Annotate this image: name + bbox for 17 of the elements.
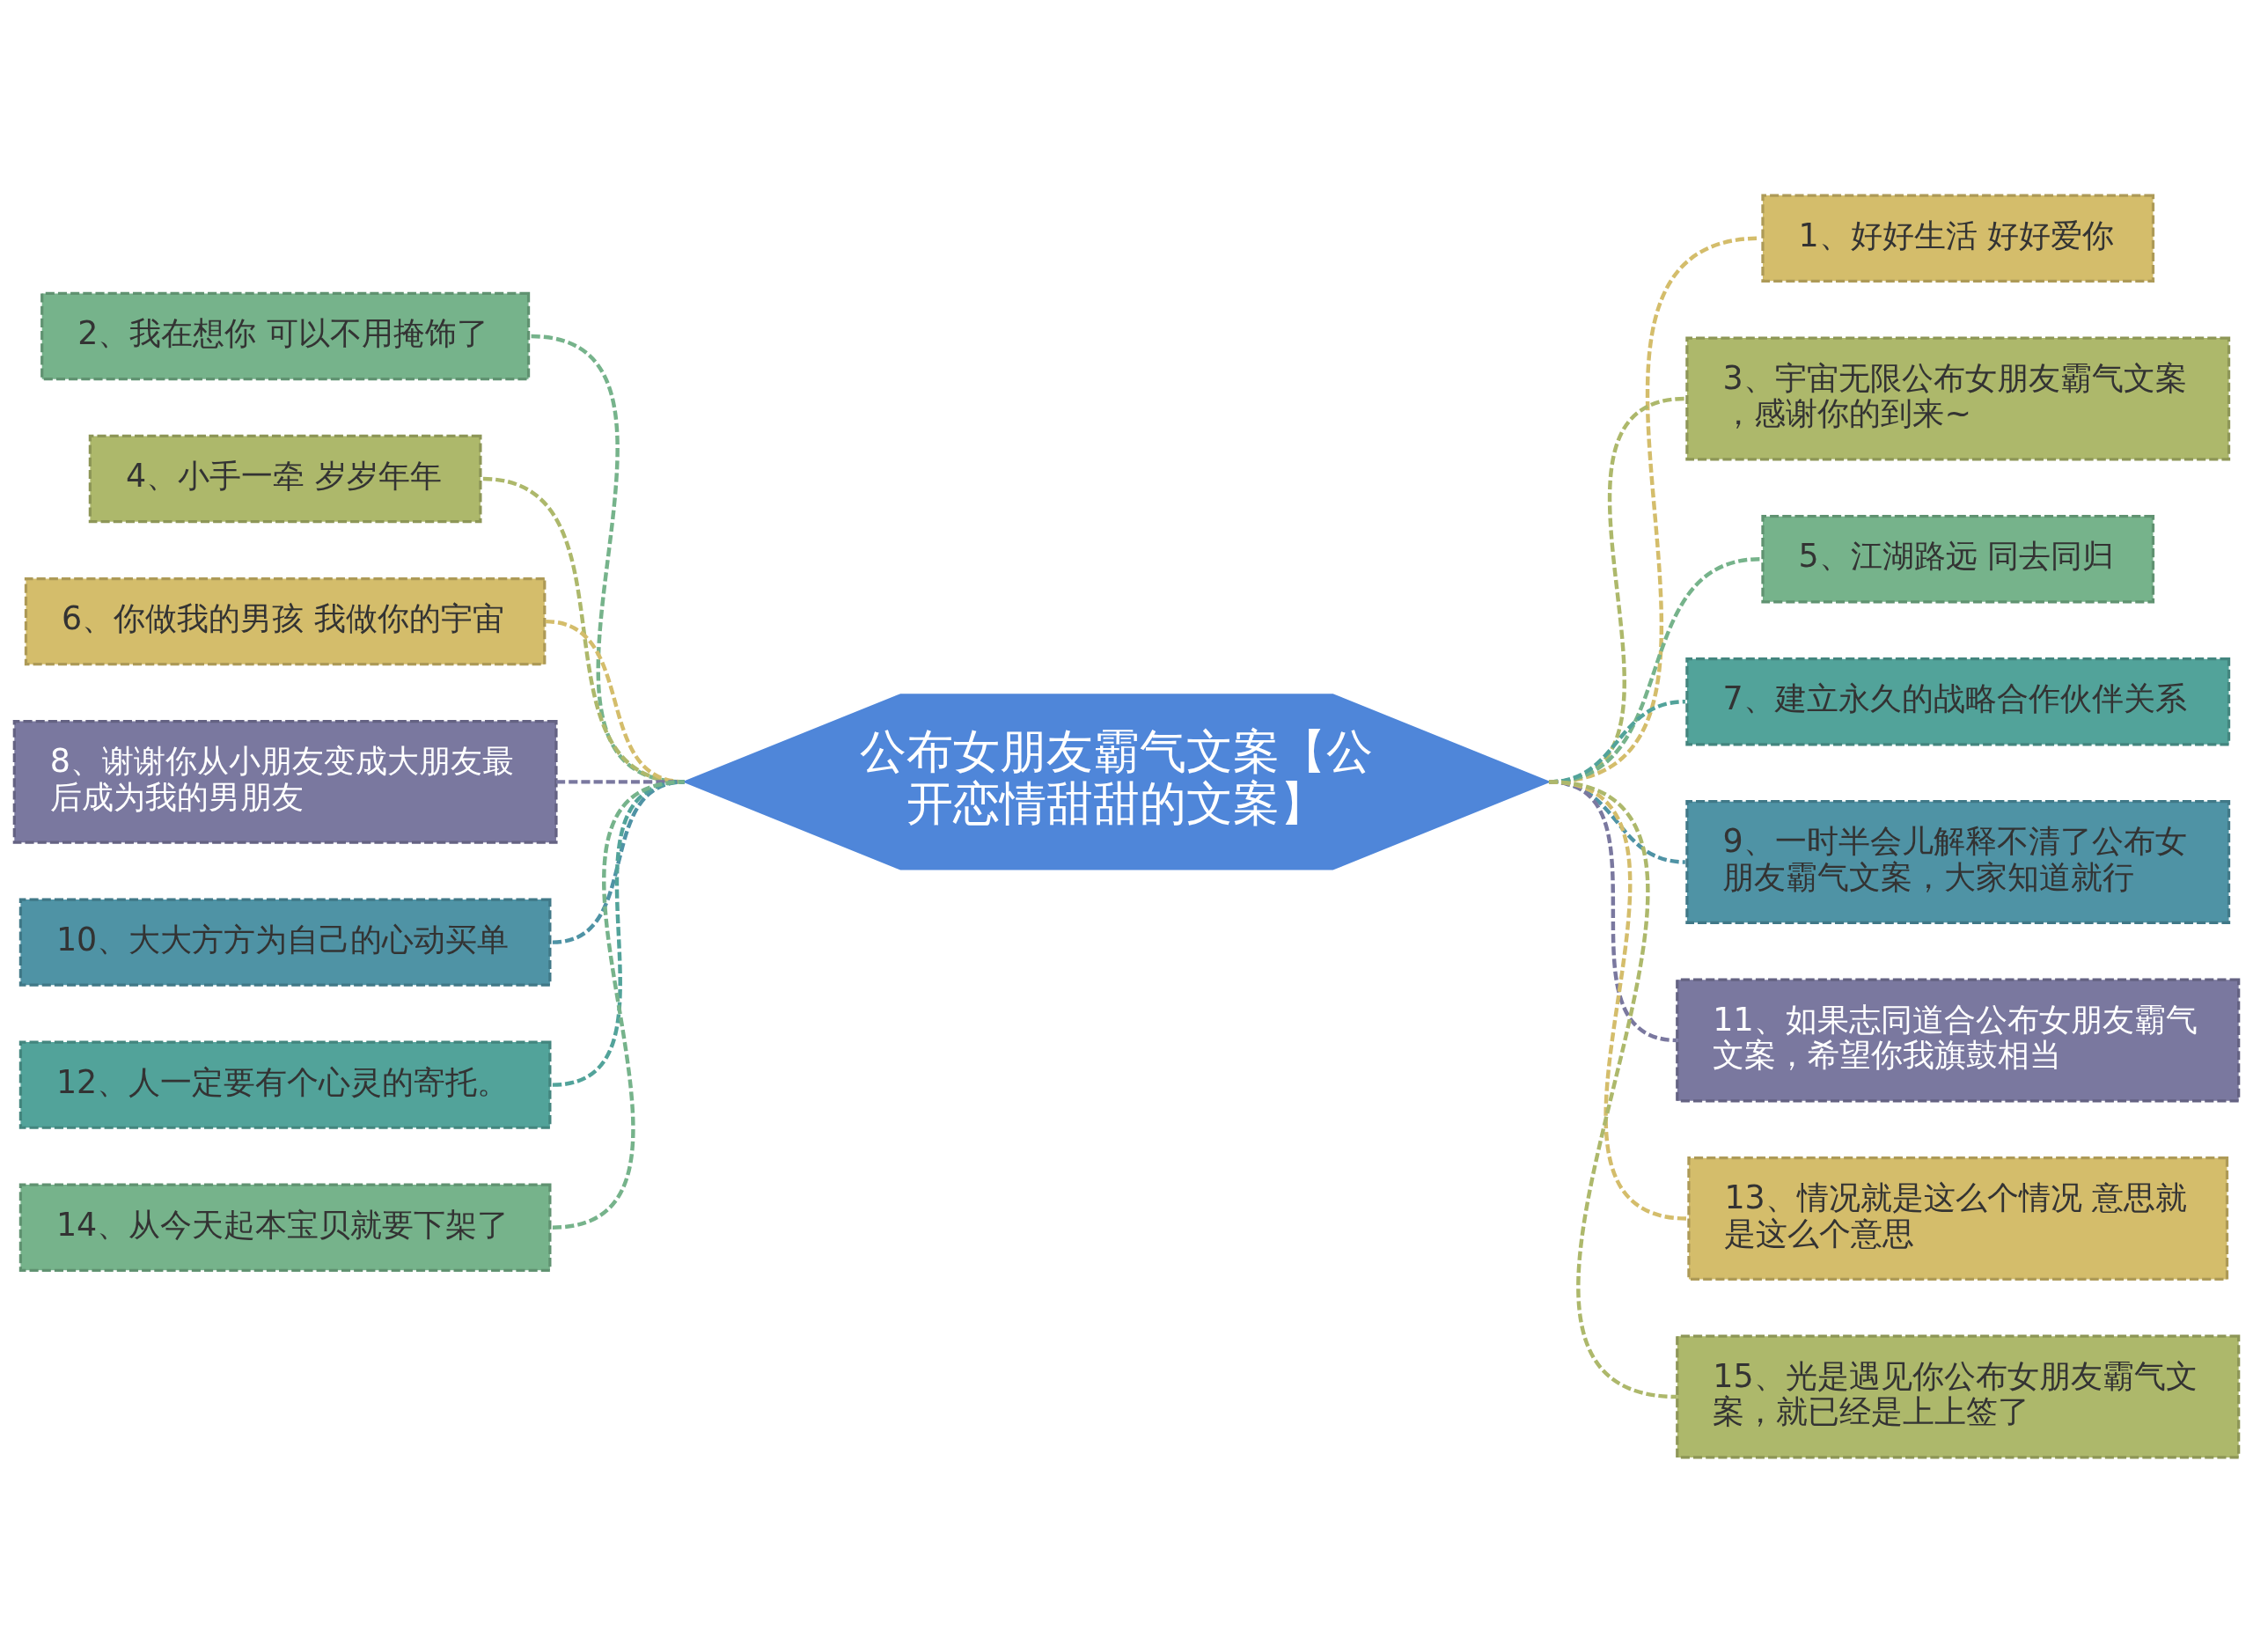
- node-box: 14、从今天起本宝贝就要下架了: [18, 1182, 552, 1272]
- node-box: 13、情况就是这么个情况 意思就是这么个意思: [1687, 1156, 2229, 1281]
- node-box: 4、小手一牵 岁岁年年: [88, 434, 482, 523]
- node-box: 11、如果志同道合公布女朋友霸气文案，希望你我旗鼓相当: [1676, 978, 2241, 1102]
- node-box: 9、一时半会儿解释不清了公布女朋友霸气文案，大家知道就行: [1685, 799, 2231, 924]
- node-box: 2、我在想你 可以不用掩饰了: [40, 291, 531, 380]
- node-box: 15、光是遇见你公布女朋友霸气文案，就已经是上上签了: [1676, 1334, 2241, 1458]
- node-box: 1、好好生活 好好爱你: [1761, 194, 2155, 283]
- connector: [552, 779, 686, 1230]
- node-box: 6、你做我的男孩 我做你的宇宙: [24, 576, 547, 665]
- connector: [1548, 779, 1678, 1399]
- node-box: 7、建立永久的战略合作伙伴关系: [1685, 657, 2231, 745]
- node-box: 5、江湖路远 同去同归: [1761, 514, 2155, 603]
- node-box: 10、大大方方为自己的心动买单: [18, 897, 552, 987]
- node-box: 3、宇宙无限公布女朋友霸气文案，感谢你的到来~: [1685, 336, 2231, 460]
- node-box: 12、人一定要有个心灵的寄托。: [18, 1039, 552, 1129]
- node-box: 8、谢谢你从小朋友变成大朋友最后成为我的男朋友: [12, 719, 558, 844]
